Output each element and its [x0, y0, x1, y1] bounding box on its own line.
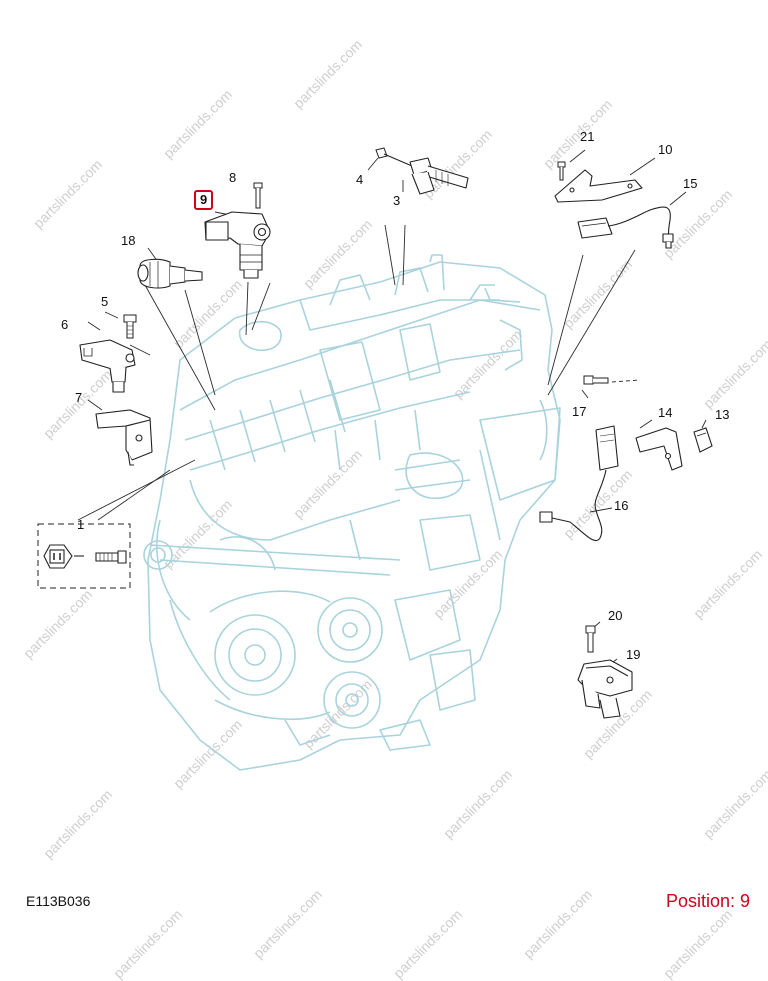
callout-4[interactable]: 4	[356, 172, 364, 187]
callout-13[interactable]: 13	[715, 407, 730, 422]
diagram-code: E113B036	[26, 893, 91, 909]
callout-3[interactable]: 3	[393, 193, 401, 208]
part-18-sensor	[137, 258, 203, 289]
part-10-bolt	[253, 182, 263, 209]
part-15-sensor	[577, 206, 674, 249]
part-5-bolt	[123, 314, 137, 339]
part-6-sensor	[79, 339, 136, 393]
callout-5[interactable]: 5	[101, 294, 109, 309]
callout-16[interactable]: 16	[614, 498, 629, 513]
part-14-bracket	[635, 427, 683, 471]
position-label: Position: 9	[665, 891, 750, 911]
callout-10[interactable]: 8	[229, 170, 237, 185]
part-7-bracket	[95, 409, 153, 466]
part-9-sensor	[204, 211, 271, 279]
callout-7[interactable]: 7	[75, 390, 83, 405]
callout-6[interactable]: 6	[61, 317, 69, 332]
diagram-drawing	[37, 147, 713, 771]
callout-18[interactable]: 18	[121, 233, 136, 248]
part-17-bolt	[583, 375, 609, 385]
engine-assembly	[143, 254, 561, 771]
part-4-bolt	[375, 147, 413, 167]
leader-lines	[77, 149, 707, 671]
callout-20[interactable]: 20	[608, 608, 623, 623]
callout-17[interactable]: 17	[572, 404, 587, 419]
part-1-group	[37, 523, 131, 589]
part-19-sensor	[577, 659, 633, 719]
part-20-bolt	[585, 625, 596, 653]
callout-9[interactable]: 9	[194, 190, 214, 210]
part-8-bracket	[554, 169, 643, 203]
callout-15[interactable]: 15	[683, 176, 698, 191]
part-13-connector	[693, 427, 713, 453]
callout-14[interactable]: 14	[658, 405, 673, 420]
callout-19[interactable]: 19	[626, 647, 641, 662]
callout-1[interactable]: 1	[77, 517, 85, 532]
callout-21[interactable]: 21	[580, 129, 595, 144]
part-21-bolt	[557, 161, 566, 181]
callout-8[interactable]: 10	[658, 142, 673, 157]
part-16-sensor	[539, 425, 619, 542]
part-3-sensor	[409, 157, 469, 195]
